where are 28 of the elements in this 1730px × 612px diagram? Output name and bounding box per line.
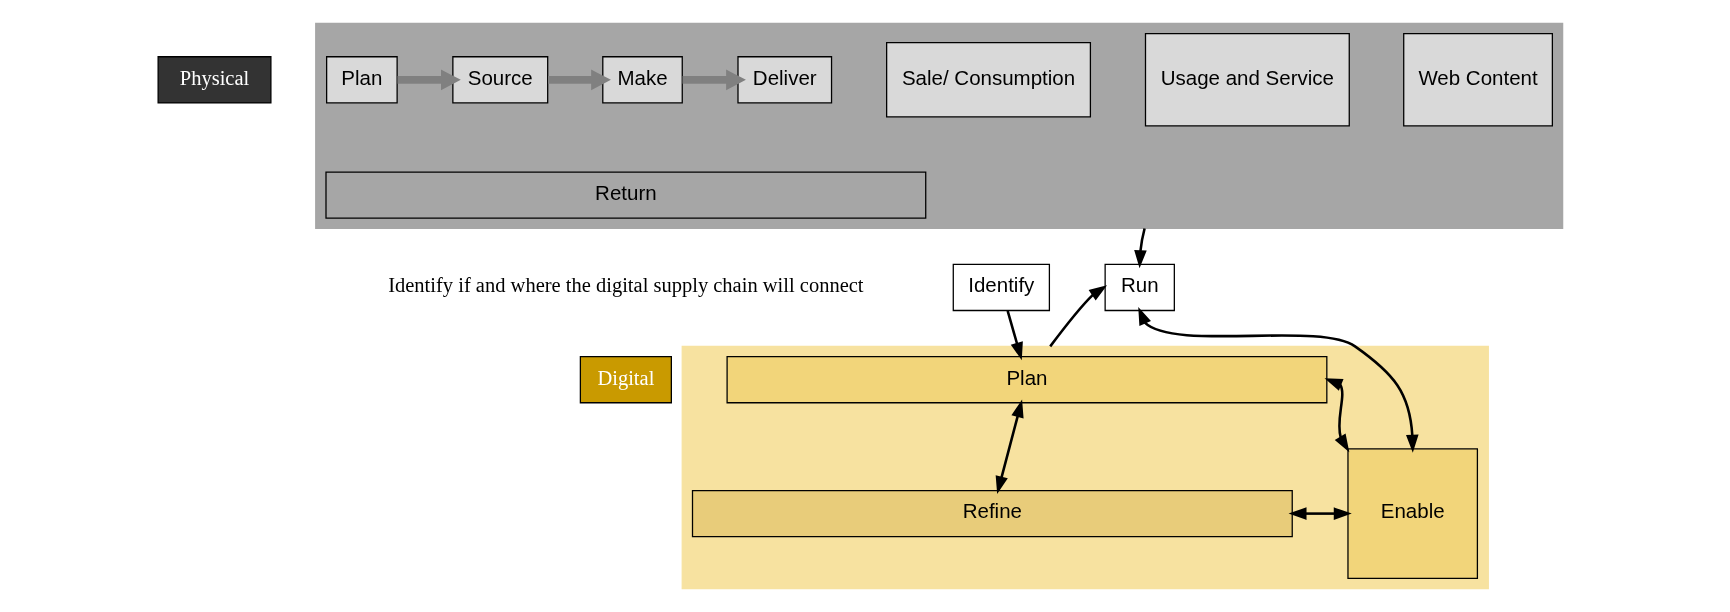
node-box: Usage and Service	[1144, 33, 1350, 127]
node-box: Web Content	[1402, 33, 1553, 127]
node-box: Enable	[1346, 448, 1478, 579]
node-box: Sale/ Consumption	[885, 42, 1091, 118]
node-box: Return	[324, 171, 926, 219]
arrow	[1048, 285, 1107, 348]
cluster	[681, 345, 1489, 590]
arrow	[547, 69, 611, 91]
arrow	[995, 399, 1024, 495]
cluster	[314, 22, 1563, 230]
node-box: Plan	[725, 356, 1327, 404]
node-box: Identify	[952, 263, 1050, 312]
node-box: Make	[601, 56, 683, 104]
arrow	[397, 69, 461, 91]
node-box: Source	[451, 56, 548, 104]
arrow	[1005, 310, 1023, 361]
node-box: Physical	[157, 56, 272, 104]
node-box: Refine	[691, 489, 1293, 538]
arrow	[1288, 507, 1352, 520]
arrow	[682, 69, 746, 91]
arrow	[1324, 378, 1349, 453]
label: Identify if and where the digital supply chain will connect	[387, 274, 864, 297]
node-box: Run	[1104, 263, 1175, 312]
node-box: Deliver	[736, 56, 832, 104]
arrow	[1137, 306, 1419, 453]
node-box: Plan	[325, 56, 398, 104]
node-box: Digital	[579, 356, 672, 404]
arrow	[1133, 228, 1147, 269]
